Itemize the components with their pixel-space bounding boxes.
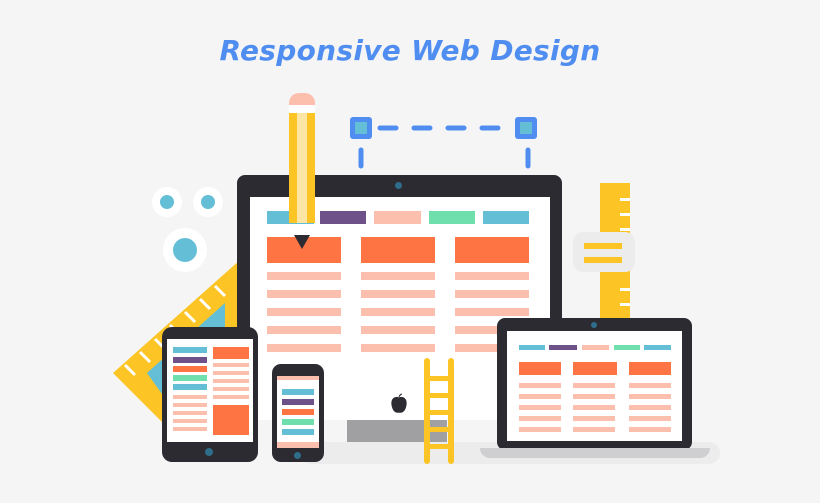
laptop	[497, 318, 692, 450]
camera-dot	[395, 182, 402, 189]
speech-bubble-icon	[573, 232, 635, 272]
laptop-base	[480, 448, 710, 458]
gear-icon	[152, 187, 223, 272]
page-title: Responsive Web Design	[219, 34, 601, 67]
tablet	[162, 327, 258, 462]
pencil-icon	[289, 93, 315, 225]
ladder-icon	[424, 358, 454, 464]
selection-handles-icon	[350, 117, 537, 169]
monitor-stand	[347, 420, 447, 442]
pencil-tip-icon	[294, 235, 310, 249]
apple-logo-icon	[391, 393, 407, 413]
phone	[272, 364, 324, 462]
